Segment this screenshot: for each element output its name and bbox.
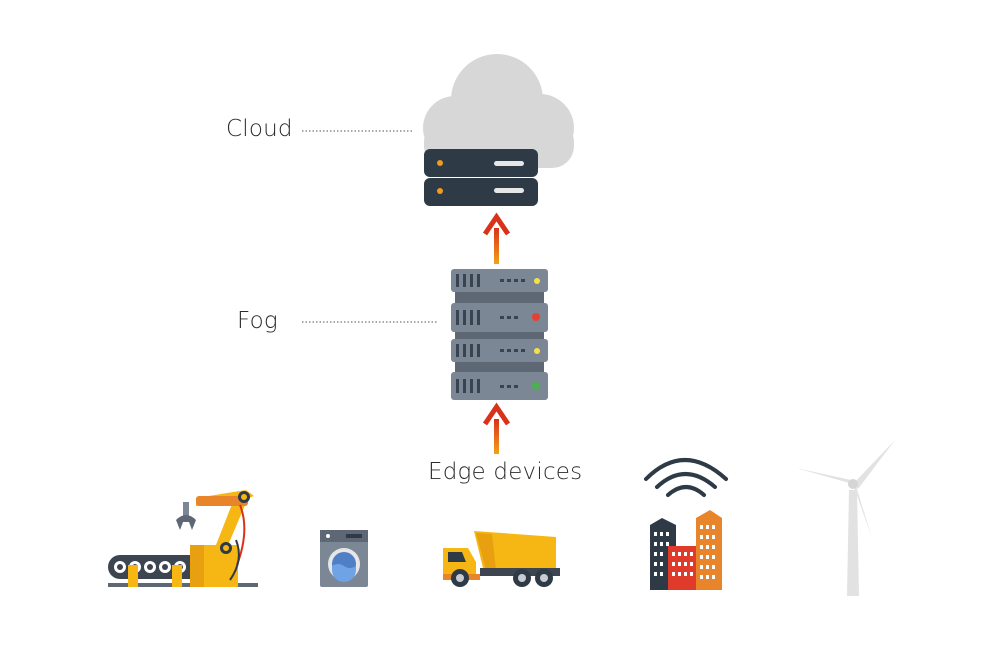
washing-machine-icon bbox=[320, 530, 368, 587]
dump-truck-icon bbox=[443, 531, 560, 587]
edge-devices-label: Edge devices bbox=[428, 459, 583, 485]
cloud-server-icon bbox=[424, 149, 538, 206]
arrow-up-icon bbox=[482, 212, 511, 264]
fog-tier-label: Fog bbox=[237, 308, 278, 334]
smart-city-buildings-icon bbox=[644, 458, 728, 590]
cloud-tier-label: Cloud bbox=[226, 116, 293, 142]
cloud-icon bbox=[423, 54, 574, 168]
robotic-arm-conveyor-icon bbox=[108, 490, 258, 587]
fog-server-rack-icon bbox=[451, 269, 548, 400]
arrow-up-icon bbox=[482, 402, 511, 454]
wind-turbine-icon bbox=[796, 440, 895, 596]
wifi-icon bbox=[644, 458, 728, 497]
